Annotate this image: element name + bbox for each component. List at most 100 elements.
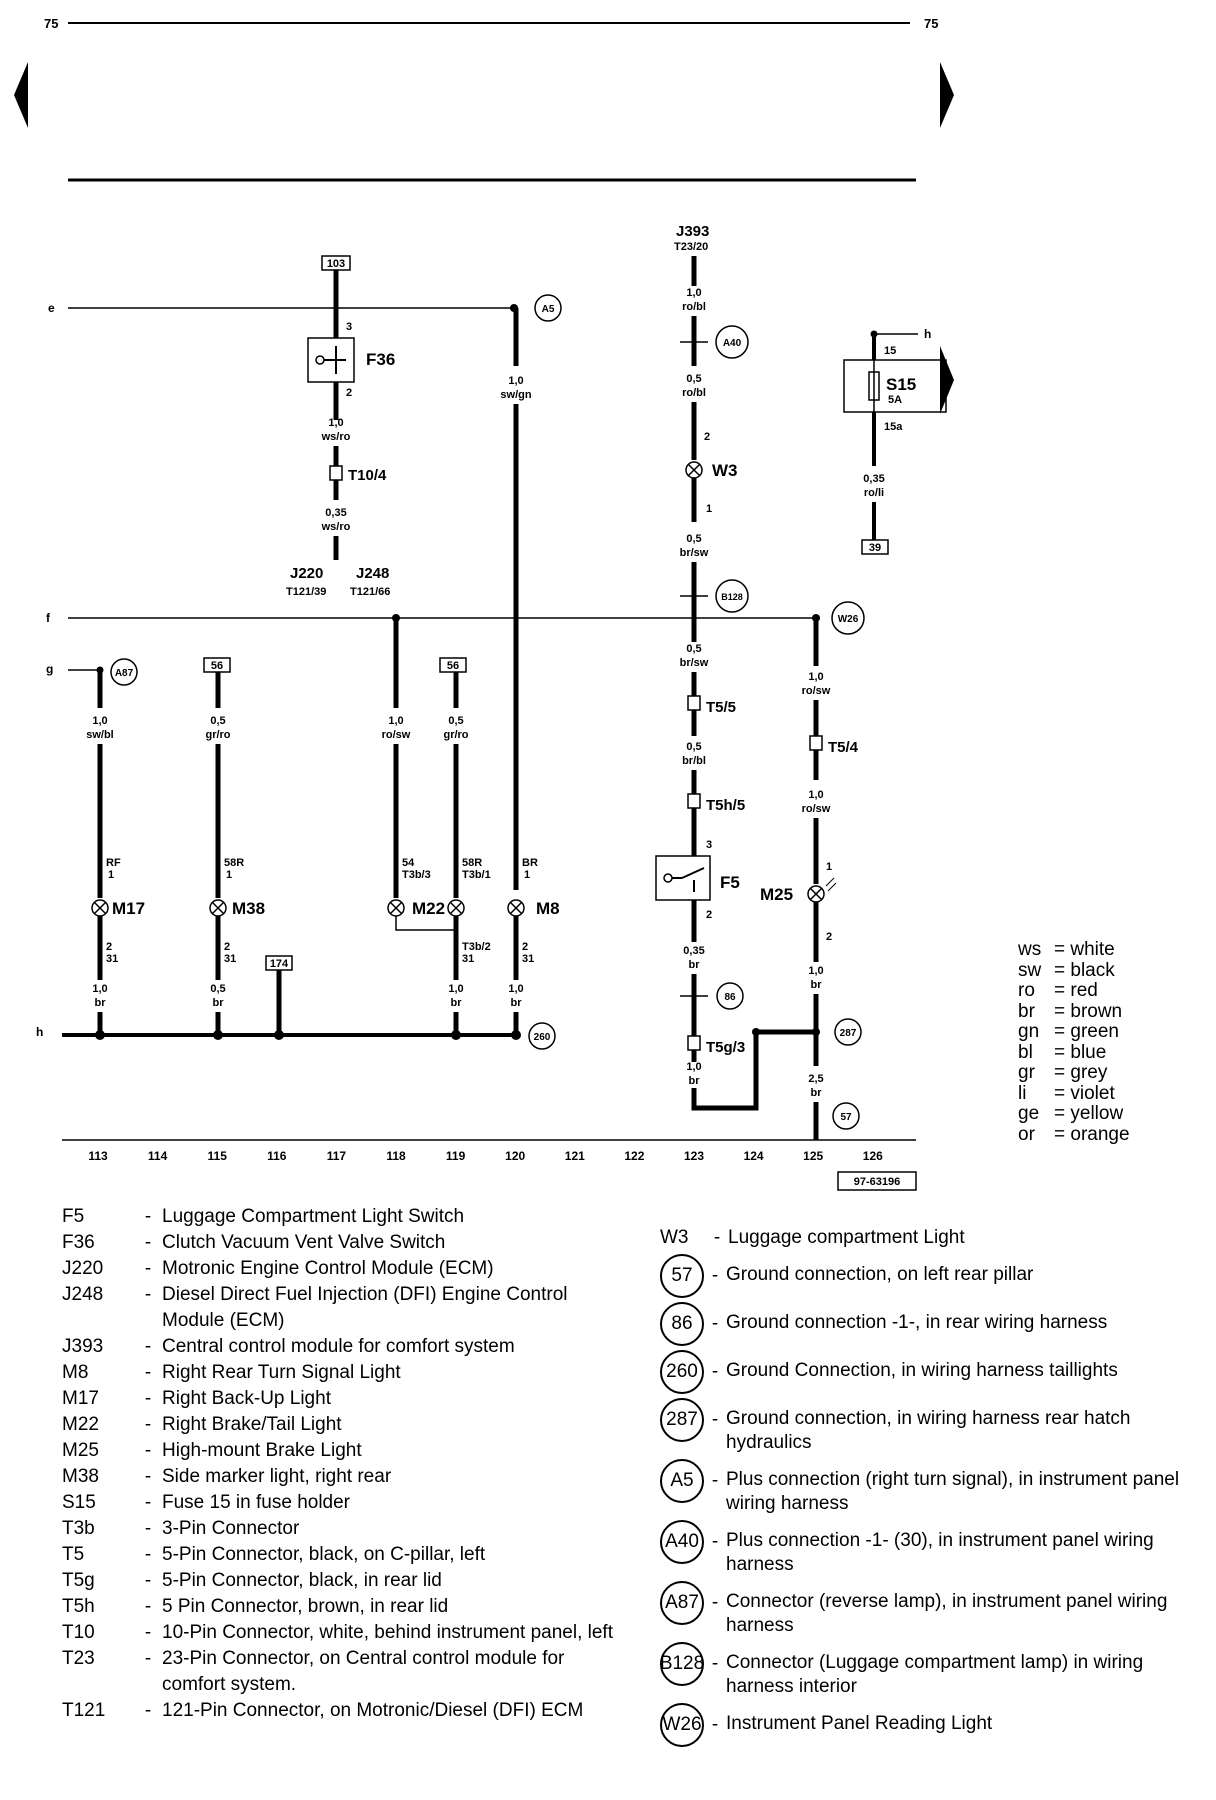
node-w26	[831, 601, 865, 635]
legend-code: T5	[62, 1544, 85, 1565]
color-abbr: ge	[1018, 1103, 1040, 1124]
column-number: 113	[88, 1149, 108, 1163]
legend-code: M22	[62, 1414, 99, 1435]
legend-code: J393	[62, 1336, 104, 1357]
connection-39	[861, 539, 889, 555]
svg-text:2: 2	[704, 431, 710, 443]
m38-label: M38	[232, 899, 265, 918]
legend-dash: -	[144, 1258, 152, 1279]
legend-item: M17-Right Back-Up Light	[62, 1386, 622, 1412]
j393-label: J393	[676, 223, 709, 240]
color-code-row: ro= red	[1018, 980, 1130, 1002]
legend-description: Diesel Direct Fuel Injection (DFI) Engin…	[162, 1284, 568, 1331]
legend-dash: -	[144, 1206, 152, 1227]
color-code-row: bl= blue	[1018, 1042, 1130, 1064]
legend-description: Ground connection -1-, in rear wiring ha…	[726, 1312, 1108, 1333]
t5g-3-label: T5g/3	[706, 1039, 745, 1056]
legend-description: Ground Connection, in wiring harness tai…	[726, 1360, 1118, 1381]
svg-text:A5: A5	[542, 304, 555, 315]
t5-4-label: T5/4	[828, 739, 859, 756]
legend-code: M17	[62, 1388, 99, 1409]
legend-item: A87-Connector (reverse lamp), in instrum…	[660, 1581, 1205, 1638]
color-code-row: ge= yellow	[1018, 1103, 1130, 1125]
legend-item: F36-Clutch Vacuum Vent Valve Switch	[62, 1230, 622, 1256]
color-code-row: sw= black	[1018, 960, 1130, 982]
column-number: 123	[684, 1149, 704, 1163]
svg-text:1,0: 1,0	[808, 965, 823, 977]
node-57	[832, 1102, 860, 1130]
column-number: 115	[208, 1149, 228, 1163]
column-number: 116	[267, 1149, 287, 1163]
svg-text:86: 86	[724, 992, 736, 1003]
node-287	[834, 1018, 862, 1046]
svg-text:br: br	[511, 997, 523, 1009]
legend-description: 5 Pin Connector, brown, in rear lid	[162, 1596, 449, 1617]
f5-label: F5	[720, 873, 740, 892]
legend-code: T10	[62, 1622, 95, 1643]
j248-label: J248	[356, 565, 389, 582]
legend-dash: -	[144, 1544, 152, 1565]
svg-text:ro/sw: ro/sw	[802, 803, 831, 815]
prev-page-arrow[interactable]	[14, 62, 28, 128]
lower-m17: 2 31 1,0 br	[92, 916, 118, 1040]
legend-code: J220	[62, 1258, 104, 1279]
legend-dash: -	[711, 1265, 719, 1286]
legend-item: M8-Right Rear Turn Signal Light	[62, 1360, 622, 1386]
legend-description: Ground connection, on left rear pillar	[726, 1264, 1034, 1285]
svg-text:T121/66: T121/66	[350, 586, 390, 598]
svg-text:br: br	[689, 1075, 701, 1087]
color-abbr: br	[1018, 1000, 1035, 1022]
svg-text:2: 2	[522, 941, 528, 953]
svg-text:2,5: 2,5	[808, 1073, 823, 1085]
legend-dash: -	[711, 1313, 719, 1334]
legend-circle-code: 57	[660, 1254, 704, 1298]
legend-dash: -	[711, 1409, 719, 1430]
legend-description: Instrument Panel Reading Light	[726, 1713, 993, 1734]
legend-item: M22-Right Brake/Tail Light	[62, 1412, 622, 1438]
color-name: = violet	[1054, 1082, 1115, 1104]
column-number: 122	[624, 1149, 644, 1163]
color-code-row: gr= grey	[1018, 1062, 1130, 1084]
legend-item: M38-Side marker light, right rear	[62, 1464, 622, 1490]
t5h-5-label: T5h/5	[706, 797, 745, 814]
color-abbr: li	[1018, 1082, 1027, 1104]
legend-circle-code: 86	[660, 1302, 704, 1346]
legend-description: Right Rear Turn Signal Light	[162, 1362, 401, 1383]
svg-text:ro/li: ro/li	[864, 487, 884, 499]
lower-m8: 2 31 1,0 br	[508, 916, 534, 1040]
color-code-row: li = violet	[1018, 1082, 1130, 1105]
svg-text:103: 103	[327, 258, 345, 270]
svg-text:br: br	[213, 997, 225, 1009]
t5-5-label: T5/5	[706, 699, 736, 716]
svg-text:1,0: 1,0	[508, 375, 523, 387]
next-page-arrow[interactable]	[940, 62, 954, 128]
svg-text:15: 15	[884, 345, 896, 357]
legend-dash: -	[144, 1492, 152, 1513]
legend-dash: -	[711, 1470, 719, 1491]
s15-label: S15	[886, 375, 916, 394]
legend-code: T5h	[62, 1596, 95, 1617]
svg-text:57: 57	[840, 1112, 852, 1123]
legend-circle-code: 287	[660, 1398, 704, 1442]
legend-description: Right Back-Up Light	[162, 1388, 331, 1409]
column-number: 114	[148, 1149, 168, 1163]
connection-56-right	[439, 657, 467, 673]
legend-code: T121	[62, 1700, 106, 1721]
svg-text:0,35: 0,35	[325, 507, 346, 519]
m25-label: M25	[760, 885, 793, 904]
legend-code: T5g	[62, 1570, 95, 1591]
svg-text:br/sw: br/sw	[680, 547, 709, 559]
color-code-row: gn= green	[1018, 1021, 1130, 1043]
color-abbr: gn	[1018, 1021, 1040, 1042]
legend-code: S15	[62, 1492, 96, 1513]
legend-item: B128-Connector (Luggage compartment lamp…	[660, 1642, 1205, 1699]
svg-text:56: 56	[447, 660, 459, 672]
legend-dash: -	[144, 1284, 152, 1305]
svg-text:1,0: 1,0	[686, 287, 701, 299]
legend-description: Right Brake/Tail Light	[162, 1414, 342, 1435]
svg-text:3: 3	[346, 321, 352, 333]
svg-text:ro/sw: ro/sw	[382, 729, 411, 741]
legend-item: 260-Ground Connection, in wiring harness…	[660, 1350, 1205, 1394]
svg-text:31: 31	[224, 953, 236, 965]
